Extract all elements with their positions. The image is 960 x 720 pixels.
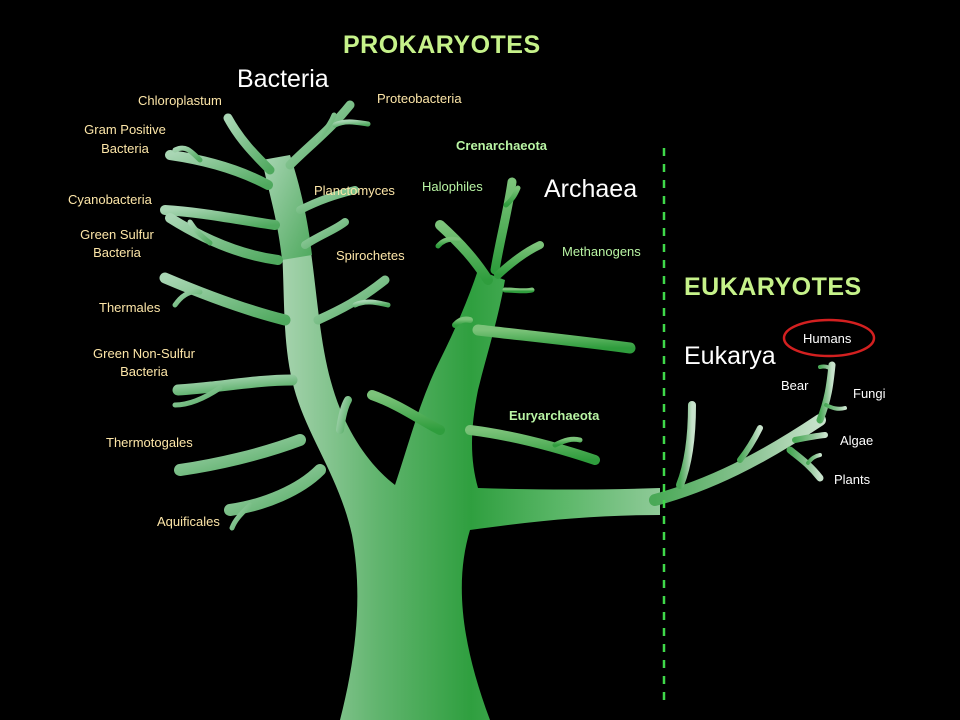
branch-eukarya-up2 [737,425,763,463]
branch-euryarchaeota-twig [552,436,583,448]
branch-halophiles-twig [435,236,461,249]
branch-green-sulfur [165,213,283,265]
label-green-non-sulfur-line1: Green Non-Sulfur [93,346,195,361]
branch-crenarchaeota [490,177,517,275]
branch-thermotogales [174,434,306,476]
branch-plants-twig [806,453,822,465]
branch-mid-right [313,275,390,325]
branch-green-non-sulfur [172,374,298,396]
branch-planctomyces [296,186,359,214]
branch-crenarchaeota-twig [503,185,521,208]
branch-archaea-mid [472,324,636,354]
branch-gram-positive [165,150,273,190]
branch-proteobacteria-twig [332,119,371,128]
branch-euryarchaeota-left [367,390,445,435]
label-planctomyces: Planctomyces [314,183,395,198]
label-green-sulfur: Green Sulfur Bacteria [72,227,162,262]
branch-aquificales [224,464,326,516]
humans-highlight-circle [782,318,876,358]
branch-aquificales-twig [229,502,253,531]
domain-eukarya: Eukarya [684,342,776,370]
branch-methanogens [494,241,544,279]
branch-euryarchaeota-right [465,425,600,465]
label-algae: Algae [840,433,874,448]
branch-proteobacteria-twig2 [315,112,337,143]
label-gram-positive: Gram Positive Bacteria [80,122,170,158]
branch-archaea-mid2 [452,316,473,328]
branch-mid-right-twig [352,299,391,308]
branch-fungi-bear [816,361,836,424]
label-gram-positive-line2: Bacteria [101,141,149,157]
domain-bacteria: Bacteria [237,65,329,93]
label-cyanobacteria: Cyanobacteria [68,192,152,207]
label-plants: Plants [834,472,871,487]
label-proteobacteria: Proteobacteria [377,91,462,106]
branch-spirochetes [301,218,349,249]
label-halophiles: Halophiles [422,179,483,194]
label-spirochetes: Spirochetes [336,248,405,263]
heading-prokaryotes: PROKARYOTES [343,31,541,59]
label-green-non-sulfur-line2: Bacteria [120,364,168,380]
label-thermotogales: Thermotogales [106,435,193,450]
branch-bacteria-lower [336,396,352,434]
label-chloroplastum: Chloroplastum [138,93,222,108]
label-methanogens: Methanogens [562,244,641,259]
bacteria-branch [262,155,312,260]
label-bear: Bear [781,378,809,393]
branch-green-sulfur-twig [187,219,213,246]
label-thermales: Thermales [99,300,161,315]
branch-algae [792,432,828,443]
label-humans: Humans [803,331,852,346]
label-green-sulfur-line1: Green Sulfur [80,227,154,242]
branch-humans [818,364,834,372]
branch-methanogens-twig [502,287,535,294]
heading-eukaryotes: EUKARYOTES [684,273,862,301]
branch-plants [786,446,824,482]
branch-halophiles [435,220,493,285]
branch-chloroplastum [223,113,275,175]
domain-archaea: Archaea [544,175,638,203]
branch-fungi [824,403,847,411]
tree-trunk [282,245,660,720]
label-gram-positive-line1: Gram Positive [84,122,166,137]
label-green-sulfur-line2: Bacteria [93,245,141,261]
branch-eukarya-up [676,401,696,489]
label-fungi: Fungi [853,386,886,401]
label-aquificales: Aquificales [157,514,220,529]
branch-eukarya-main [649,414,826,506]
branch-cyanobacteria [160,205,280,230]
label-green-non-sulfur: Green Non-Sulfur Bacteria [82,346,206,381]
branch-green-non-sulfur-twig [172,385,223,408]
branch-gram-positive-twig [172,145,203,163]
label-crenarchaeota: Crenarchaeota [456,138,548,153]
branch-thermales [159,272,291,326]
branch-thermales-twig [172,289,203,308]
label-euryarchaeota: Euryarchaeota [509,408,600,423]
